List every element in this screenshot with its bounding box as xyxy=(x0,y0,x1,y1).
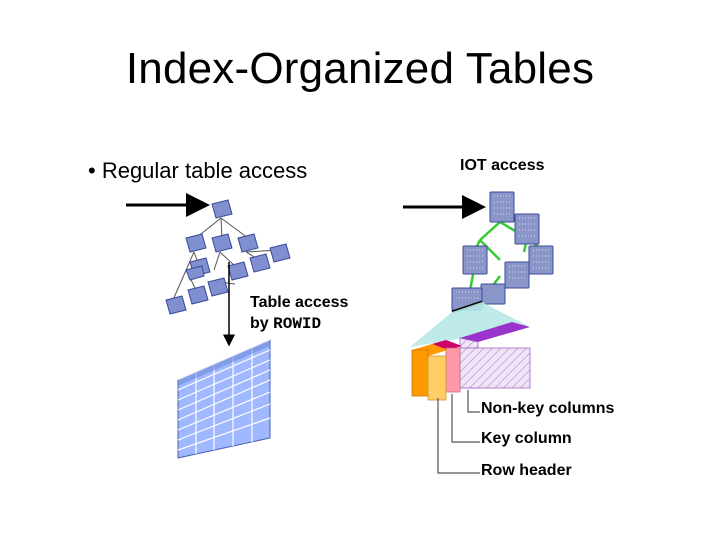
regular-table-access-label: • Regular table access xyxy=(88,158,308,183)
key-leader xyxy=(451,394,480,443)
key-column-label: Key column xyxy=(481,430,572,447)
rowid-access-line1: Table access xyxy=(250,294,349,311)
key-column-top xyxy=(432,340,462,350)
non-key-columns-top xyxy=(460,322,530,342)
leaf-index-block xyxy=(187,285,209,305)
zoom-projection xyxy=(410,302,530,347)
leaf-index-block xyxy=(185,265,205,281)
rowid-access-prefix: by xyxy=(250,315,274,332)
root-index-block xyxy=(211,199,233,219)
iot-leaf-block xyxy=(528,245,554,275)
non-key-columns-label: Non-key columns xyxy=(481,400,615,417)
branch-index-block xyxy=(237,233,259,253)
iot-block-dots xyxy=(456,195,549,299)
iot-access-label: IOT access xyxy=(460,157,545,174)
non-key-columns-body xyxy=(459,347,531,389)
rowid-access-label: Table access by ROWID xyxy=(250,292,348,335)
key-column-body xyxy=(445,347,461,393)
iot-index-blocks xyxy=(451,191,554,311)
leaf-index-block xyxy=(269,243,291,263)
iot-leaf-block xyxy=(480,283,506,305)
non-key-leader xyxy=(467,390,480,413)
regular-table-grid xyxy=(177,339,271,459)
iot-root-block xyxy=(489,191,515,223)
leaf-index-block xyxy=(249,253,271,273)
callout-leaders xyxy=(437,390,480,474)
iot-leaf-block xyxy=(504,261,530,289)
branch-index-block xyxy=(211,233,233,253)
branch-index-block xyxy=(185,233,207,253)
row-header-leader xyxy=(437,398,480,474)
leaf-index-block xyxy=(207,277,229,297)
iot-branch-block xyxy=(514,213,540,245)
leaf-index-block xyxy=(165,295,187,315)
row-header-side xyxy=(427,355,447,401)
row-header-label: Row header xyxy=(481,462,572,479)
regular-index-tree-lines xyxy=(172,217,279,301)
rowid-code: ROWID xyxy=(273,315,322,333)
slide-title: Index-Organized Tables xyxy=(125,44,595,93)
regular-index-blocks xyxy=(165,199,291,315)
iot-row-block xyxy=(411,322,531,401)
row-header-front xyxy=(411,349,429,397)
leaf-index-block xyxy=(227,261,249,281)
iot-leaf-block xyxy=(462,245,488,275)
rowid-access-line2: by ROWID xyxy=(250,313,348,335)
